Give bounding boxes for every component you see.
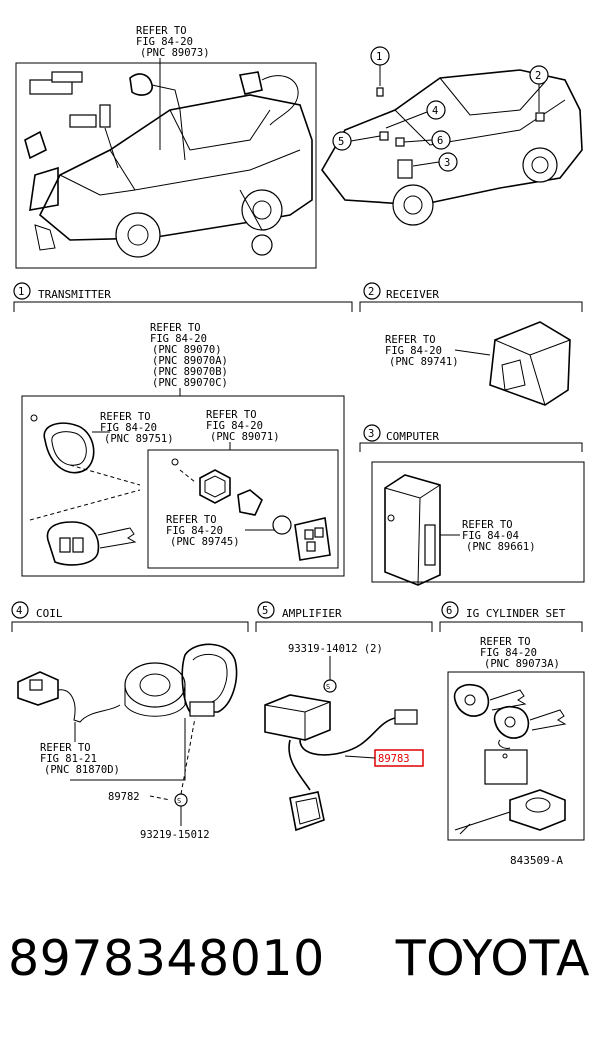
svg-text:6: 6 [437,135,443,147]
top-left-frame [15,62,317,269]
illustration-id: 843509-A [510,854,563,867]
section-coil: 4 COIL REFER TO FIG 81-21 (PNC 81870D) 8… [11,601,249,841]
transmitter-num: 1 [18,286,24,298]
svg-text:1: 1 [376,51,382,63]
top-refer-line2: FIG 84-20 [136,36,193,48]
svg-text:2: 2 [368,286,374,298]
svg-text:FIG 84-20: FIG 84-20 [206,420,263,432]
section-transmitter: 1 TRANSMITTER REFER TO FIG 84-20 (PNC 89… [13,282,353,577]
callout-4: 4 [385,100,446,129]
svg-text:FIG 84-20: FIG 84-20 [150,333,207,345]
cylinder-frame [447,671,585,841]
svg-text:FIG 81-21: FIG 81-21 [40,753,97,765]
svg-text:5: 5 [262,605,268,617]
svg-text:(PNC 89070A): (PNC 89070A) [152,355,228,367]
cylinder-title: IG CYLINDER SET [466,607,566,620]
svg-text:REFER TO: REFER TO [150,322,201,334]
svg-text:FIG 84-20: FIG 84-20 [100,422,157,434]
receiver-title: RECEIVER [386,288,439,301]
svg-text:(PNC 89751): (PNC 89751) [104,433,174,445]
svg-text:(PNC 89073A): (PNC 89073A) [484,658,560,670]
svg-text:3: 3 [444,157,450,169]
svg-text:(PNC 81870D): (PNC 81870D) [44,764,120,776]
transmitter-title: TRANSMITTER [38,288,111,301]
svg-text:(PNC 89741): (PNC 89741) [389,356,459,368]
svg-text:4: 4 [432,105,438,117]
callout-2: 2 [529,65,549,112]
computer-frame [371,461,585,583]
callout-1: 1 [370,46,390,86]
svg-text:REFER TO: REFER TO [480,636,531,648]
svg-text:REFER TO: REFER TO [100,411,151,423]
svg-text:REFER TO: REFER TO [206,409,257,421]
transmitter-inner-frame [147,449,339,569]
vehicle-illustration-left [24,71,313,258]
footer-part-number: 8978348010 [8,930,325,987]
section-ig-cylinder: 6 IG CYLINDER SET REFER TO FIG 84-20 (PN… [439,601,585,841]
svg-text:3: 3 [368,428,374,440]
transmitter-frame [21,395,345,577]
coil-screw-number: 93219-15012 [140,829,210,841]
svg-text:(PNC 89070C): (PNC 89070C) [152,377,228,389]
callout-6: 6 [403,130,451,150]
amplifier-screw-number: 93319-14012 (2) [288,643,383,655]
svg-text:(PNC 89661): (PNC 89661) [466,541,536,553]
svg-text:(PNC 89070): (PNC 89070) [152,344,222,356]
callout-3: 3 [412,152,458,172]
svg-text:(PNC 89071): (PNC 89071) [210,431,280,443]
svg-text:S: S [326,683,330,691]
svg-text:(PNC 89070B): (PNC 89070B) [152,366,228,378]
section-receiver: 2 RECEIVER REFER TO FIG 84-20 (PNC 89741… [359,282,583,406]
callout-5: 5 [332,131,381,151]
svg-text:REFER TO: REFER TO [385,334,436,346]
svg-text:4: 4 [16,605,22,617]
svg-text:FIG 84-20: FIG 84-20 [480,647,537,659]
svg-text:5: 5 [338,136,344,148]
svg-text:REFER TO: REFER TO [462,519,513,531]
top-refer-line1: REFER TO [136,25,187,37]
coil-title: COIL [36,607,63,620]
svg-text:FIG 84-20: FIG 84-20 [166,525,223,537]
footer: 8978348010 TOYOTA [0,930,600,1020]
svg-text:REFER TO: REFER TO [166,514,217,526]
top-left-panel: REFER TO FIG 84-20 (PNC 89073) [15,25,317,269]
svg-text:2: 2 [535,70,541,82]
top-refer-line3: (PNC 89073) [140,47,210,59]
svg-text:REFER TO: REFER TO [40,742,91,754]
svg-text:S: S [177,797,181,805]
svg-text:FIG 84-04: FIG 84-04 [462,530,519,542]
svg-text:FIG 84-20: FIG 84-20 [385,345,442,357]
svg-text:(PNC 89745): (PNC 89745) [170,536,240,548]
amplifier-title: AMPLIFIER [282,607,342,620]
computer-title: COMPUTER [386,430,439,443]
footer-brand: TOYOTA [395,930,590,987]
top-right-vehicle: 1 2 3 4 5 6 [321,46,583,226]
section-amplifier: 5 AMPLIFIER 93319-14012 (2) S 89783 [255,601,433,832]
amplifier-part-number: 89783 [378,753,410,765]
section-computer: 3 COMPUTER REFER TO FIG 84-04 (PNC 89661… [359,424,585,586]
coil-part-number: 89782 [108,791,140,803]
svg-text:6: 6 [446,605,452,617]
